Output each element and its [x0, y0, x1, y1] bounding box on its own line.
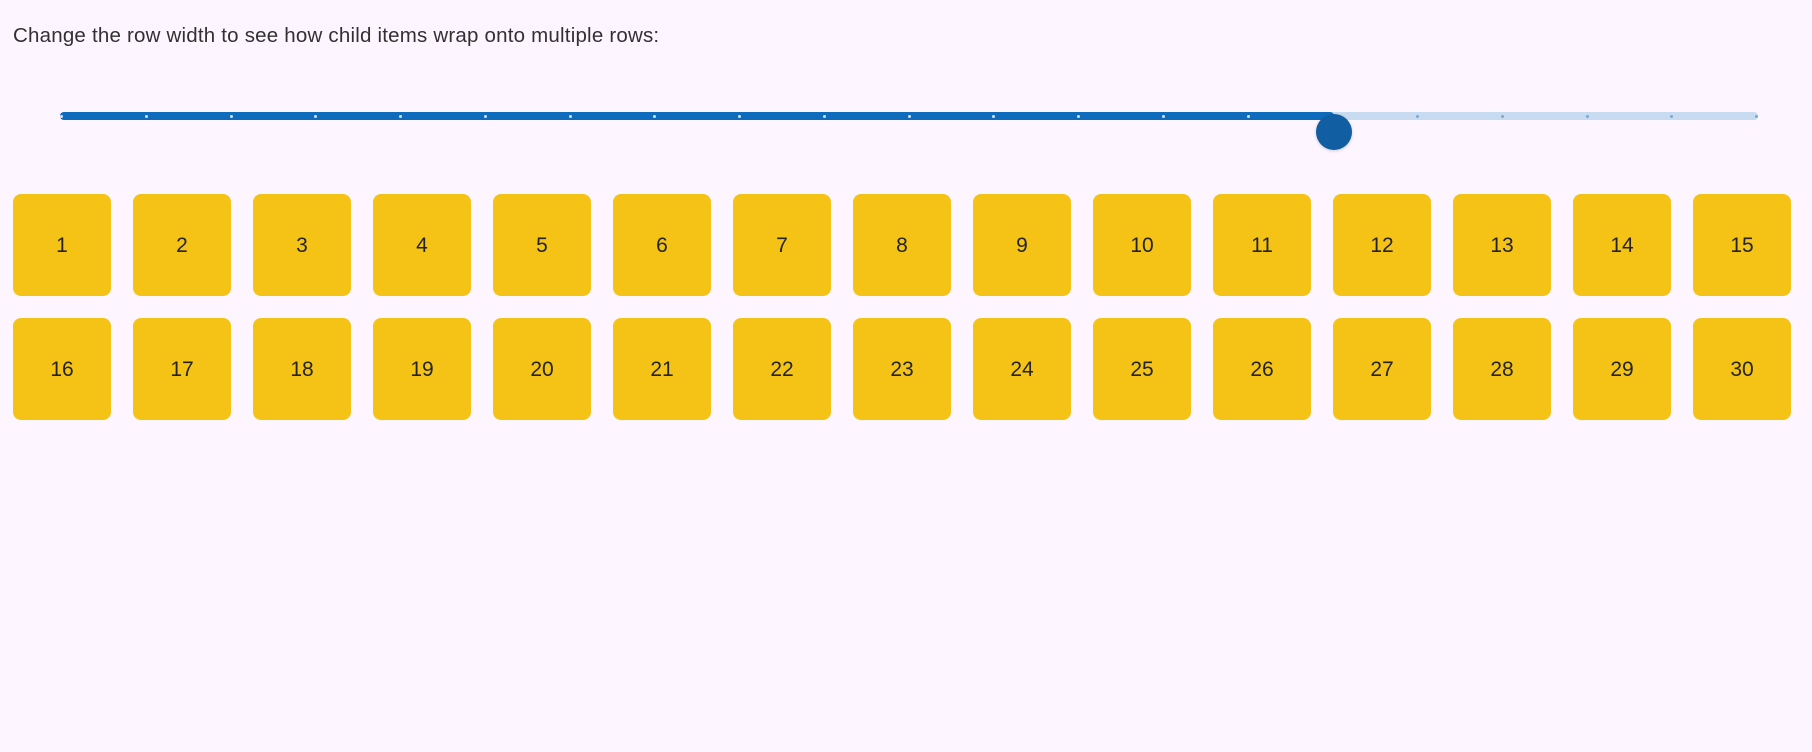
slider-tick: [1416, 114, 1419, 118]
slider-tick: [653, 114, 657, 118]
slider-track[interactable]: [60, 112, 1758, 150]
grid-item: 28: [1453, 318, 1551, 420]
grid-item: 17: [133, 318, 231, 420]
grid-item: 29: [1573, 318, 1671, 420]
grid-item: 19: [373, 318, 471, 420]
grid-item: 18: [253, 318, 351, 420]
grid-item: 24: [973, 318, 1071, 420]
grid-item: 1: [13, 194, 111, 296]
grid-item: 10: [1093, 194, 1191, 296]
grid-item: 21: [613, 318, 711, 420]
grid-item: 23: [853, 318, 951, 420]
slider-tick: [483, 114, 487, 118]
grid-item: 7: [733, 194, 831, 296]
slider-tick: [1755, 114, 1758, 118]
slider-tick: [992, 114, 996, 118]
slider-tick: [1161, 114, 1165, 118]
slider-tick: [907, 114, 911, 118]
grid-item: 12: [1333, 194, 1431, 296]
grid-item: 22: [733, 318, 831, 420]
grid-item: 5: [493, 194, 591, 296]
grid-item: 2: [133, 194, 231, 296]
slider-tick: [568, 114, 572, 118]
grid-item: 26: [1213, 318, 1311, 420]
grid-item: 8: [853, 194, 951, 296]
slider-tick: [1246, 114, 1250, 118]
grid-item: 9: [973, 194, 1071, 296]
slider-tick: [1585, 114, 1589, 118]
slider-tick: [822, 114, 826, 118]
slider-tick: [1500, 114, 1504, 118]
slider-tick: [738, 114, 741, 118]
grid-item: 30: [1693, 318, 1791, 420]
grid-item: 11: [1213, 194, 1311, 296]
slider-tick: [1670, 114, 1674, 118]
grid-item: 20: [493, 318, 591, 420]
slider-tick: [1077, 114, 1080, 118]
grid-item: 6: [613, 194, 711, 296]
slider-fill: [60, 112, 1334, 120]
slider-tick: [60, 114, 63, 118]
grid-item: 13: [1453, 194, 1551, 296]
slider-tick: [399, 114, 402, 118]
slider-thumb[interactable]: [1315, 114, 1352, 150]
slider-tick: [229, 114, 233, 118]
page-title: Change the row width to see how child it…: [13, 24, 660, 47]
grid-item: 14: [1573, 194, 1671, 296]
grid-item: 16: [13, 318, 111, 420]
grid-item: 25: [1093, 318, 1191, 420]
row-width-slider[interactable]: [54, 96, 1764, 150]
grid-item: 4: [373, 194, 471, 296]
grid-item: 27: [1333, 318, 1431, 420]
slider-tick: [314, 114, 318, 118]
slider-tick: [144, 114, 148, 118]
grid-item: 15: [1693, 194, 1791, 296]
grid-item: 3: [253, 194, 351, 296]
